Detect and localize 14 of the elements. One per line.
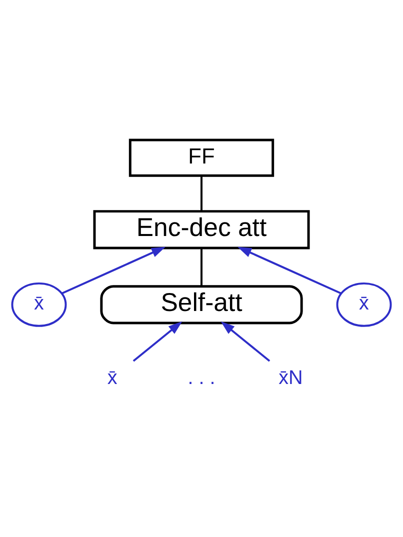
node-text: x̄N [278,367,303,390]
node-ellipse: x̄ [11,282,67,327]
node-box: Enc-dec att [93,210,310,250]
arrow [220,321,270,362]
label: . . . [188,367,216,390]
connector [200,176,202,212]
node-text: x̄ [107,367,118,390]
arrow [62,246,166,294]
node-ellipse: x̄ [336,282,392,327]
node-box: Self-att [100,285,303,324]
arrow [132,321,182,362]
connector [200,248,202,286]
node-box: FF [128,138,274,177]
arrow [238,246,342,294]
